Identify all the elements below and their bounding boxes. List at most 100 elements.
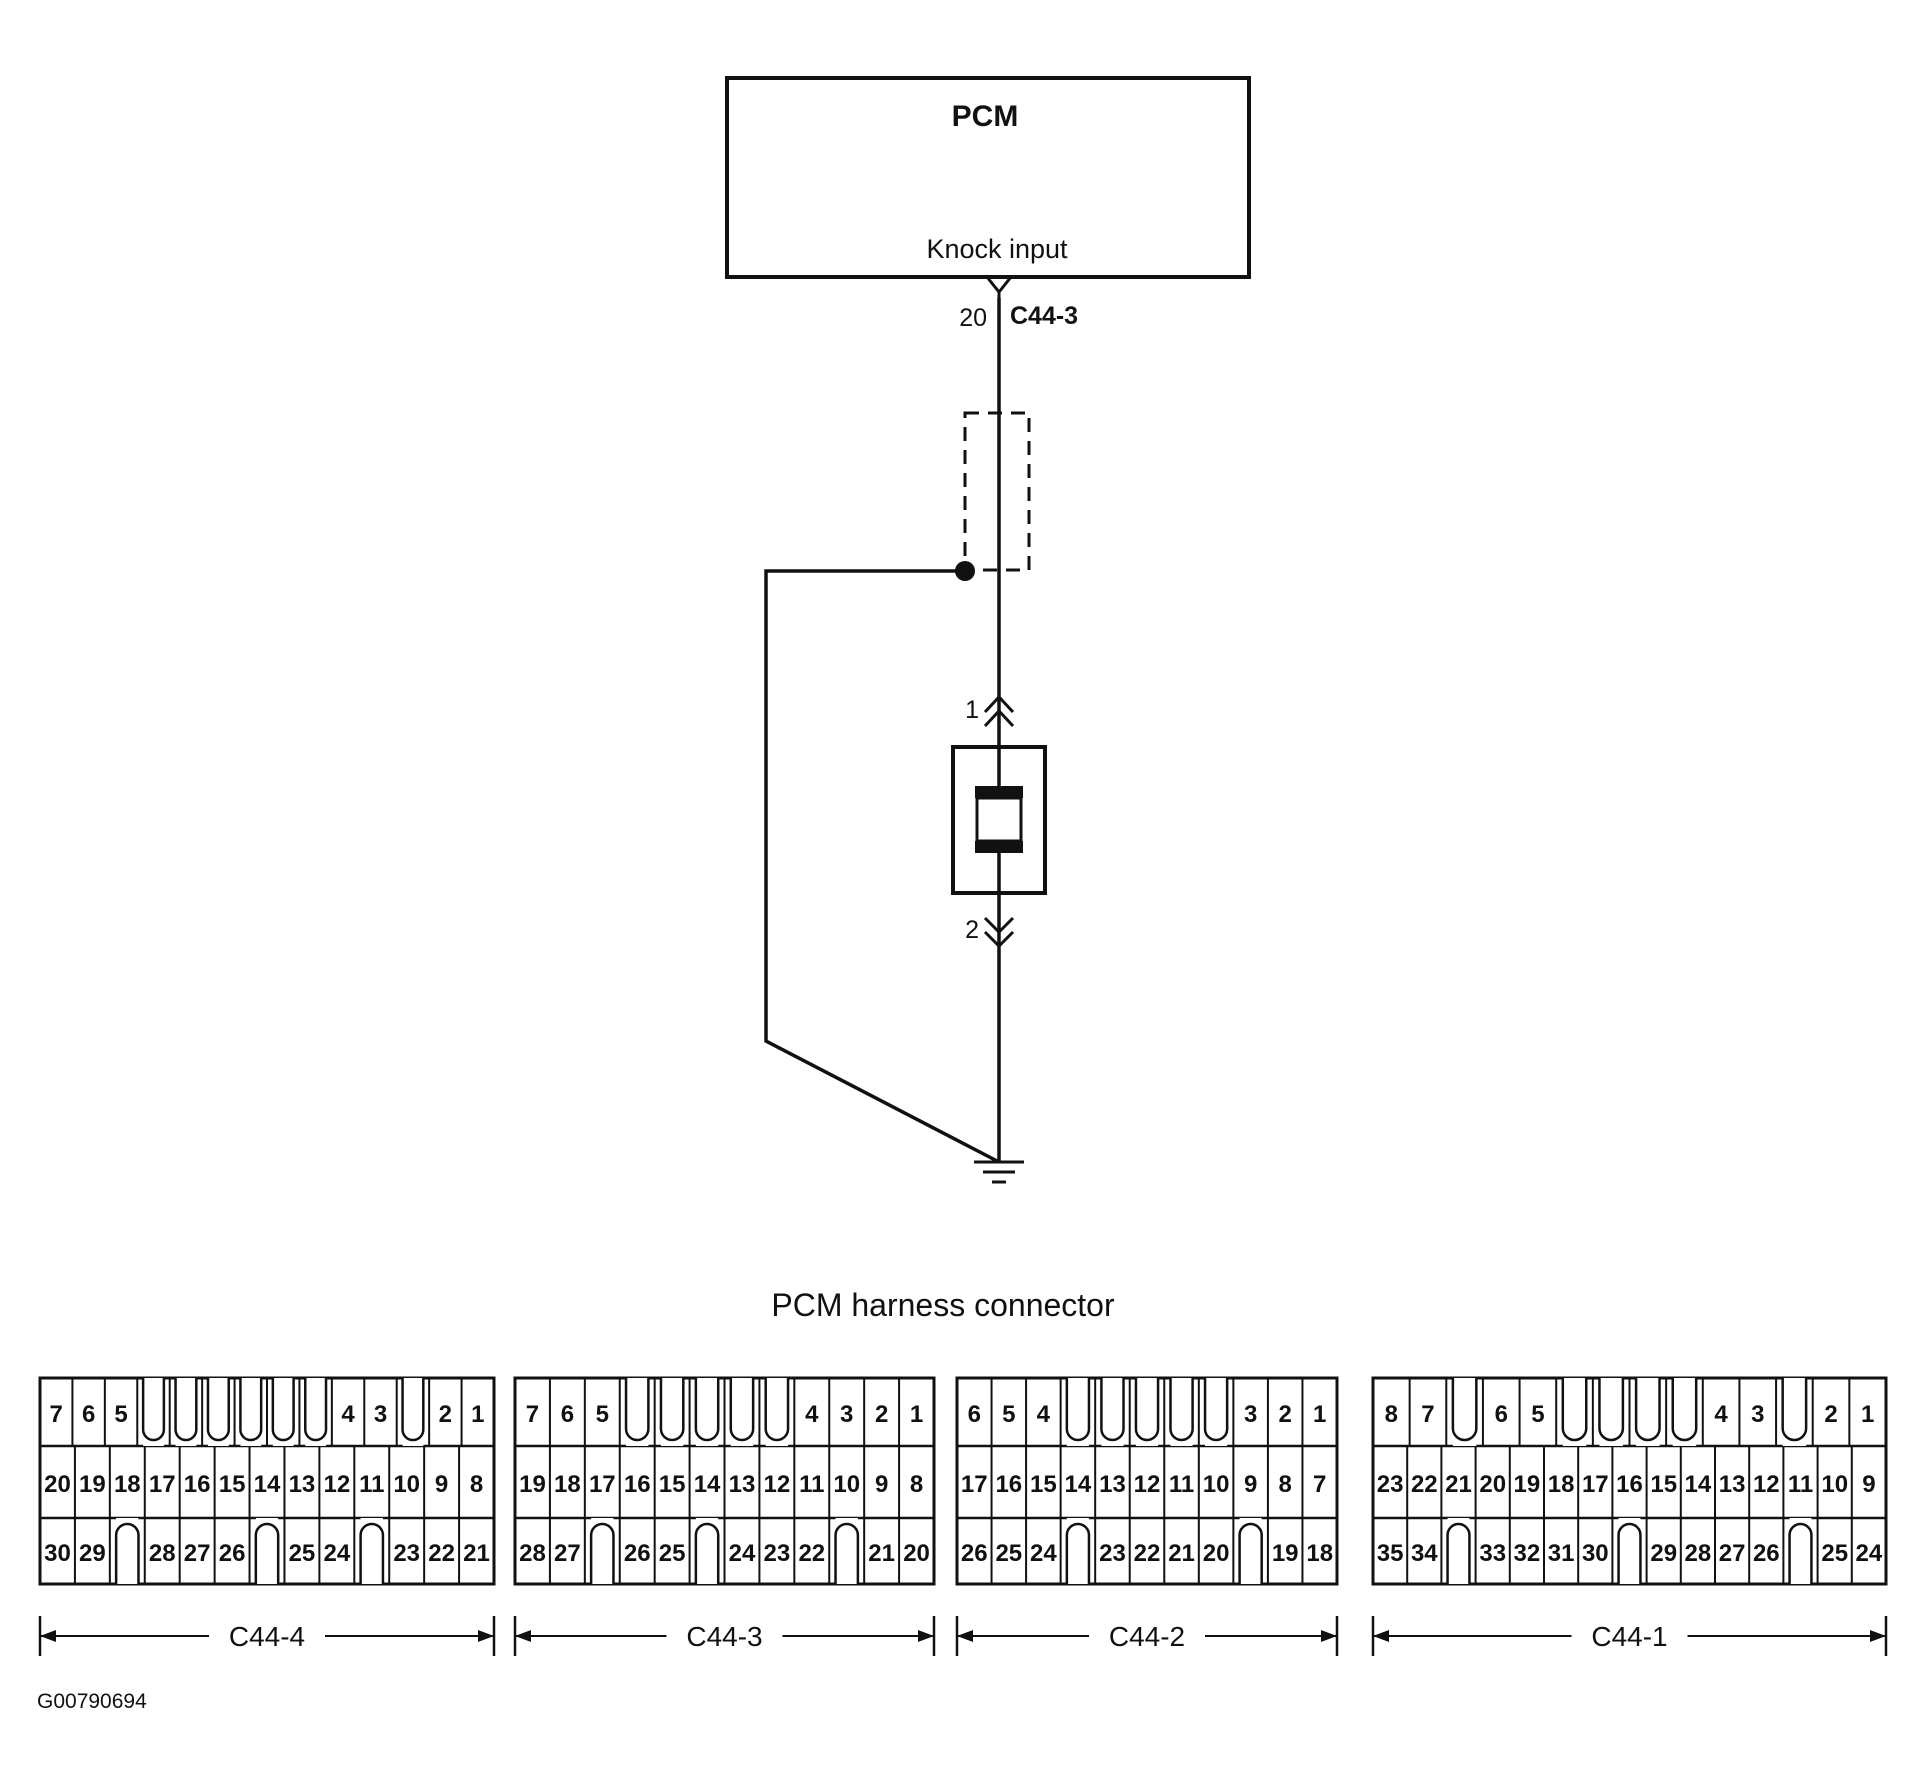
connector-pin-label: 22 [1411,1471,1438,1498]
connector-key-notch [1634,1378,1661,1442]
connector-pin-label: 17 [589,1471,616,1498]
connector-pin-label: 21 [868,1540,895,1567]
pcm-pin-connector-symbol [985,276,1013,300]
connector-pin-label: 14 [694,1471,721,1498]
connector-key-notch [254,1522,280,1584]
connector-pin-label: 13 [1099,1471,1126,1498]
connector-pin-label: 16 [995,1471,1022,1498]
connector-pin-label: 28 [149,1540,176,1567]
connector-pin-label: 2 [439,1401,452,1428]
connector-key-notch [694,1378,720,1442]
connector-pin-label: 25 [289,1540,316,1567]
connector-pin-label: 8 [470,1471,483,1498]
connector-pin-label: 34 [1411,1540,1438,1567]
connector-pin-label: 6 [561,1401,574,1428]
connector-pin-label: 25 [995,1540,1022,1567]
figure-id: G00790694 [37,1690,147,1713]
knock-input-label: Knock input [926,234,1068,264]
connector-pin-label: 28 [1685,1540,1712,1567]
connector-key-notch [141,1378,166,1442]
connector-key-notch [1065,1522,1091,1584]
connector-pin-label: 10 [1821,1471,1848,1498]
connector-pin-label: 18 [1548,1471,1575,1498]
connector-pin-label: 24 [1030,1540,1057,1567]
connector-pin-label: 2 [1824,1401,1837,1428]
connector-key-notch [624,1378,650,1442]
connector-pin-label: 23 [1099,1540,1126,1567]
pcm-connector-id: C44-3 [1010,302,1078,330]
knock-sensor-element-bottom [975,841,1023,853]
connector-pin-label: 29 [1650,1540,1677,1567]
connector-pin-label: 6 [82,1401,95,1428]
connector-pin-label: 11 [1169,1471,1194,1498]
connector-pin-label: 9 [875,1471,888,1498]
connector-pin-label: 20 [903,1540,930,1567]
connector-pin-label: 4 [805,1401,819,1428]
connector-pin-label: 14 [254,1471,281,1498]
connector-key-notch [1451,1378,1478,1442]
connector-key-notch [304,1378,328,1442]
connector-key-notch [1238,1522,1263,1584]
connector-id-label: C44-3 [686,1621,762,1652]
connector-key-notch [1788,1523,1813,1584]
connector-key-notch [1781,1378,1808,1442]
connector-id-label: C44-1 [1591,1621,1667,1652]
connector-pin-label: 22 [1134,1540,1161,1567]
connector-key-notch [1671,1378,1698,1442]
connector-pin-label: 1 [1313,1401,1326,1428]
connector-key-notch [694,1522,720,1584]
connector-pin-label: 9 [1244,1471,1257,1498]
connector-pin-label: 17 [1582,1471,1609,1498]
connector-key-notch [764,1378,790,1442]
connector-pin-label: 20 [1479,1471,1506,1498]
connector-key-notch [174,1378,198,1442]
pcm-pin-number: 20 [959,304,987,332]
connector-key-notch [589,1522,615,1584]
connector-pin-label: 16 [624,1471,651,1498]
connector-pin-label: 1 [471,1401,484,1428]
connector-key-notch [1100,1378,1125,1442]
connector-pin-label: 27 [554,1540,581,1567]
connector-pin-label: 5 [596,1401,609,1428]
connector-pin-label: 5 [1002,1401,1015,1428]
connector-pin-label: 24 [729,1540,756,1567]
connector-pin-label: 2 [875,1401,888,1428]
sensor-pin1-label: 1 [965,696,979,724]
connector-pin-label: 4 [1037,1401,1051,1428]
connector-pin-label: 16 [1616,1471,1643,1498]
connector-pin-label: 5 [1531,1401,1544,1428]
connector-pin-label: 2 [1279,1401,1292,1428]
connector-key-notch [206,1378,230,1442]
connector-pin-label: 3 [840,1401,853,1428]
connector-dimension-c44-3: C44-3 [513,1616,936,1656]
connector-dimension-c44-2: C44-2 [955,1616,1339,1656]
connector-key-notch [1561,1378,1588,1442]
knock-sensor-element-core [975,796,1023,843]
connector-pin-label: 22 [798,1540,825,1567]
connector-pin-label: 12 [764,1471,791,1498]
connector-key-notch [359,1522,385,1584]
connector-pin-label: 18 [1306,1540,1333,1567]
connector-pin-label: 31 [1548,1540,1575,1567]
connector-pin-label: 30 [44,1540,71,1567]
connector-pin-label: 6 [968,1401,981,1428]
connector-pin-label: 14 [1685,1471,1712,1498]
connector-pin-label: 21 [1168,1540,1195,1567]
connector-pin-label: 14 [1065,1471,1092,1498]
connector-dimension-c44-1: C44-1 [1371,1616,1888,1656]
pcm-module-label: PCM [952,100,1019,133]
connector-pin-label: 17 [961,1471,988,1498]
connector-pin-label: 26 [1753,1540,1780,1567]
connector-pin-label: 28 [519,1540,546,1567]
shield-splice-dot [955,561,975,581]
connector-pin-label: 35 [1377,1540,1404,1567]
connector-pin-label: 24 [1856,1540,1883,1567]
connector-pin-label: 5 [114,1401,127,1428]
connector-pin-label: 27 [1719,1540,1746,1567]
connector-pin-label: 15 [219,1471,246,1498]
connector-pin-label: 23 [764,1540,791,1567]
connector-pin-label: 33 [1479,1540,1506,1567]
